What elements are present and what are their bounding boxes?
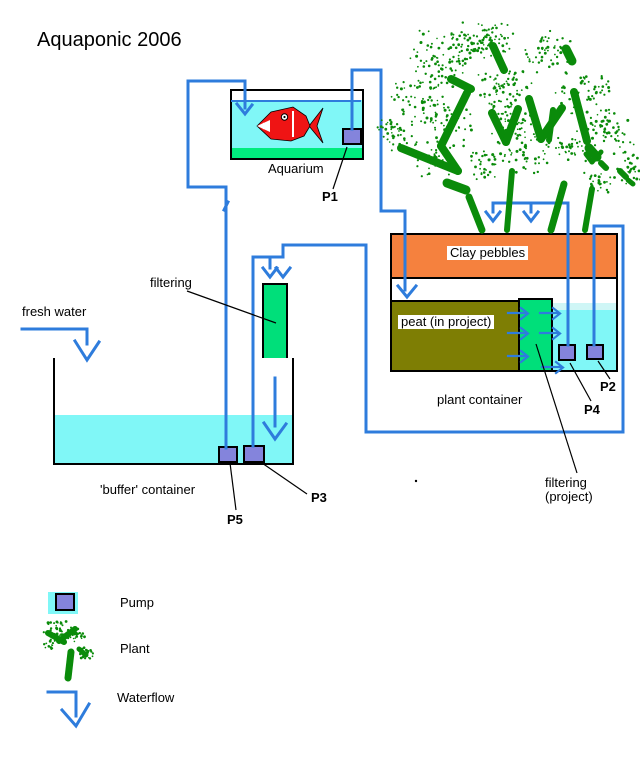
leader-p5 bbox=[229, 462, 237, 511]
pump-p5 bbox=[218, 446, 238, 463]
leader-p1 bbox=[332, 146, 348, 190]
pipe-p4-recirculation bbox=[491, 201, 570, 347]
arrow-peat-3 bbox=[506, 349, 530, 364]
clay-pebbles-label: Clay pebbles bbox=[447, 246, 529, 260]
peat-label: peat (in project) bbox=[398, 315, 495, 329]
arrow-recirc-mid bbox=[521, 209, 541, 224]
pipe-p3-to-filter bbox=[251, 255, 285, 448]
aquarium-label: Aquarium bbox=[268, 161, 324, 176]
leader-p4 bbox=[569, 362, 592, 402]
leader-lines bbox=[186, 146, 611, 511]
p1-label: P1 bbox=[322, 189, 338, 204]
pump-icon-core bbox=[55, 593, 75, 611]
arrow-fresh-water bbox=[72, 338, 102, 363]
plant-container-water-surface bbox=[553, 303, 616, 310]
arrow-filter-inlet-left bbox=[260, 265, 280, 280]
pipe-p2-to-filter bbox=[281, 224, 625, 434]
arrow-recirc-left bbox=[483, 209, 503, 224]
arrow-into-plant-container bbox=[395, 283, 419, 300]
pipe-buffer-to-aquarium bbox=[186, 79, 247, 450]
legend-waterflow-label: Waterflow bbox=[117, 690, 175, 705]
arrow-filter-sec-3 bbox=[540, 360, 565, 375]
water-pipes bbox=[20, 68, 625, 450]
waterflow-arrow-icon bbox=[46, 690, 92, 729]
legend-plant-label: Plant bbox=[120, 641, 150, 656]
leader-p2 bbox=[597, 360, 611, 380]
waterflow-arrows bbox=[72, 101, 565, 442]
p2-label: P2 bbox=[600, 379, 616, 394]
arrow-into-aquarium bbox=[234, 101, 255, 117]
arrow-filter-inlet-right bbox=[273, 265, 293, 280]
fresh-water-label: fresh water bbox=[22, 304, 87, 319]
buffer-container-label: 'buffer' container bbox=[100, 482, 196, 497]
leader-filtering bbox=[186, 290, 277, 324]
legend-plant-icon bbox=[42, 620, 94, 682]
filtering-project-label-line2: (project) bbox=[545, 489, 593, 504]
plant-icon bbox=[376, 21, 640, 234]
fish-icon bbox=[256, 106, 324, 144]
arrow-peat-2 bbox=[506, 326, 530, 341]
p4-label: P4 bbox=[584, 402, 600, 417]
aquarium-gravel bbox=[232, 148, 362, 158]
peat-layer bbox=[392, 300, 518, 370]
leader-filtering-project bbox=[535, 343, 578, 474]
leader-p3 bbox=[261, 462, 308, 495]
arrow-filter-sec-2 bbox=[538, 326, 562, 341]
pipe-aquarium-to-plant-container bbox=[350, 68, 407, 292]
p5-label: P5 bbox=[227, 512, 243, 527]
stray-dot bbox=[414, 479, 418, 483]
stray-mark bbox=[221, 199, 231, 213]
fresh-water-line bbox=[20, 327, 89, 346]
arrow-filter-sec-1 bbox=[538, 306, 562, 321]
arrow-filter-outlet bbox=[261, 420, 289, 442]
plant-container-label: plant container bbox=[437, 392, 523, 407]
p3-label: P3 bbox=[311, 490, 327, 505]
arrow-peat-1 bbox=[506, 306, 530, 321]
page-title: Aquaponic 2006 bbox=[37, 29, 182, 51]
filtering-project-label-line1: filtering bbox=[545, 475, 587, 490]
legend-pump-label: Pump bbox=[120, 595, 154, 610]
filtering-label: filtering bbox=[150, 275, 192, 290]
